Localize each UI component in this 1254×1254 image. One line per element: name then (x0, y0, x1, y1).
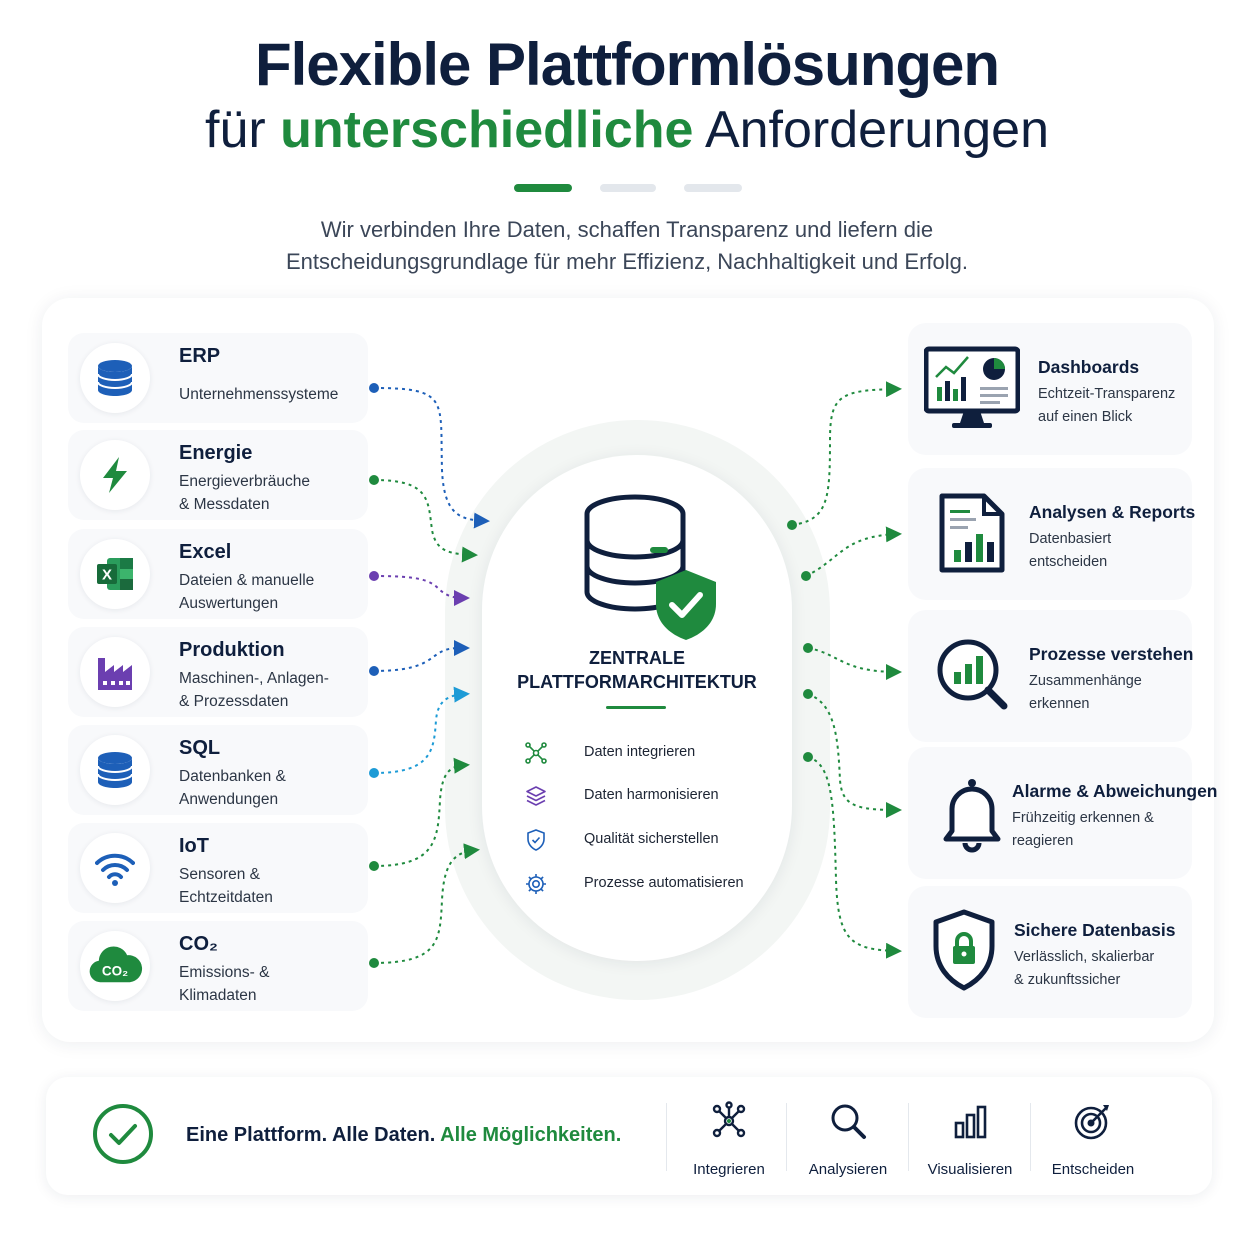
database-icon (80, 343, 150, 413)
page-title: Flexible Plattformlösungen (254, 31, 1000, 98)
source-title: ERP (179, 345, 221, 367)
output-card-secure: Sichere Datenbasis Verlässlich, skalierb… (908, 886, 1192, 1018)
svg-text:X: X (102, 567, 112, 584)
source-title: Excel (179, 541, 232, 563)
source-card-sql: SQL Datenbanken &Anwendungen (68, 725, 368, 815)
source-desc: Maschinen-, Anlagen-& Prozessdaten (179, 670, 329, 710)
source-title: IoT (179, 835, 209, 857)
magnifier-chart-icon (937, 639, 1008, 710)
bar-chart-icon (954, 1105, 987, 1139)
bell-icon (943, 779, 1001, 853)
database-icon (80, 735, 150, 805)
source-desc: Sensoren &Echtzeitdaten (179, 866, 273, 906)
lightning-icon (80, 440, 150, 510)
source-title: CO₂ (179, 933, 218, 955)
source-desc: Emissions- &Klimadaten (179, 964, 270, 1004)
source-card-iot: IoT Sensoren &Echtzeitdaten (68, 823, 368, 913)
core-divider (606, 706, 666, 709)
output-title: Dashboards (1038, 357, 1140, 377)
output-desc: Frühzeitig erkennen &reagieren (1012, 810, 1154, 849)
source-title: Produktion (179, 639, 285, 661)
source-card-erp: ERP Unternehmenssysteme (68, 333, 368, 423)
report-icon (939, 493, 1005, 573)
search-icon (831, 1104, 866, 1139)
feature-integrate: Daten integrieren (524, 738, 784, 768)
checkmark-circle-icon (93, 1104, 153, 1164)
layers-icon (526, 786, 546, 806)
feature-harmonize: Daten harmonisieren (524, 781, 784, 811)
gear-icon (526, 874, 546, 894)
source-desc: Energieverbräuche& Messdaten (179, 473, 310, 513)
target-icon (1074, 1105, 1109, 1140)
feature-automate: Prozesse automatisieren (524, 869, 784, 899)
shield-check-icon (527, 829, 545, 851)
footer-fact-visualize: Visualisieren (910, 1101, 1030, 1178)
shield-lock-icon (933, 909, 995, 991)
wifi-icon (80, 833, 150, 903)
source-title: Energie (179, 442, 253, 464)
network-icon (525, 742, 547, 764)
output-desc: Verlässlich, skalierbar& zukunftssicher (1014, 949, 1155, 988)
footer-fact-integrate: Integrieren (669, 1101, 789, 1178)
page-title-line2: für unterschiedliche Anforderungen (0, 100, 1254, 160)
excel-icon: X (80, 539, 150, 609)
footer-fact-decide: Entscheiden (1033, 1101, 1153, 1178)
network-icon (712, 1101, 746, 1138)
co2-cloud-icon: CO₂ (80, 931, 150, 1001)
footer-fact-analyze: Analysieren (788, 1101, 908, 1178)
page-subtitle: Wir verbinden Ihre Daten, schaffen Trans… (0, 214, 1254, 278)
source-title: SQL (179, 737, 221, 759)
footer-bar: Eine Plattform. Alle Daten. Alle Möglich… (46, 1077, 1212, 1195)
output-title: Prozesse verstehen (1029, 644, 1194, 664)
database-shield-icon (584, 494, 716, 640)
title-suffix: Anforderungen (704, 101, 1049, 159)
title-divider (514, 184, 744, 192)
source-card-produktion: Produktion Maschinen-, Anlagen-& Prozess… (68, 627, 368, 717)
title-prefix: für (205, 101, 266, 159)
output-title: Alarme & Abweichungen (1012, 781, 1218, 801)
subtitle-line1: Wir verbinden Ihre Daten, schaffen Trans… (320, 217, 934, 242)
source-desc: Datenbanken &Anwendungen (179, 768, 286, 808)
monitor-dashboard-icon (924, 346, 1020, 428)
output-card-alarms: Alarme & Abweichungen Frühzeitig erkenne… (908, 747, 1218, 879)
feature-quality: Qualität sicherstellen (524, 825, 784, 855)
subtitle-line2: Entscheidungsgrundlage für mehr Effizien… (286, 249, 968, 274)
factory-icon (80, 637, 150, 707)
source-card-co2: CO₂ CO₂ Emissions- &Klimadaten (68, 921, 368, 1011)
core-title: ZENTRALE PLATTFORMARCHITEKTUR (517, 648, 757, 692)
svg-text:CO₂: CO₂ (102, 963, 128, 978)
output-title: Sichere Datenbasis (1014, 920, 1176, 940)
title-highlight: unterschiedliche (280, 101, 694, 159)
footer-slogan: Eine Plattform. Alle Daten. Alle Möglich… (186, 1124, 622, 1146)
source-card-energie: Energie Energieverbräuche& Messdaten (68, 430, 368, 520)
output-title: Analysen & Reports (1029, 502, 1196, 522)
source-desc: Unternehmenssysteme (179, 386, 339, 403)
